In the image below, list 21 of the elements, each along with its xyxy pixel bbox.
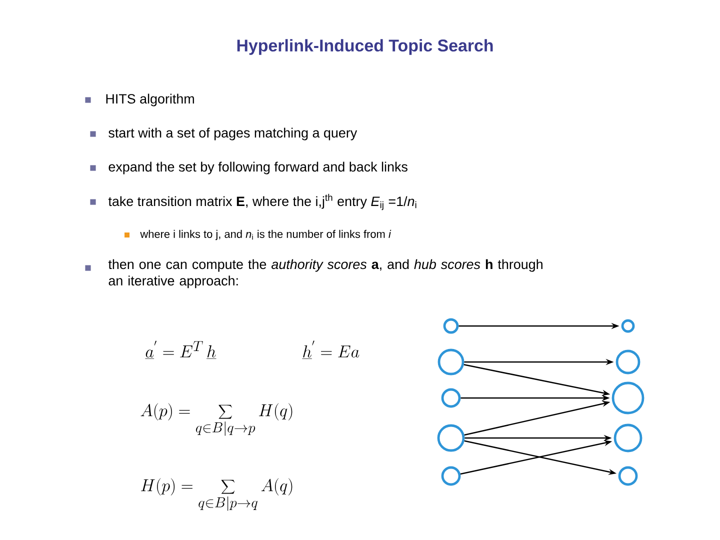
- bullet-text: start with a set of pages matching a query: [108, 128, 358, 140]
- page-circle: [438, 348, 464, 376]
- page-circle: [441, 388, 461, 408]
- page-circle: [621, 319, 635, 333]
- bullet-text: HITS algorithm: [106, 94, 194, 106]
- bullet-text: then one can compute the authority scores a, and hub scores h through an iterative approach:: [108, 259, 542, 288]
- bullet-text: expand the set by following forward and back links: [108, 162, 408, 174]
- slide-title: Hyperlink-Induced Topic Search: [237, 39, 493, 55]
- formula: $\underline{a}^{'} = E^{T}\,\underline{h}$: [145, 340, 216, 359]
- page-circle: [616, 350, 640, 374]
- formula: $H(p) = \sum_{q\in B|p\rightarrow q} A(q)$: [141, 478, 292, 511]
- page-circle: [441, 466, 461, 486]
- page-circle: [612, 382, 644, 414]
- bullet-text: take transition matrix E, where the i,j$^{th}$ entry E$_{ij}$ =1/n$_{i}$: [108, 194, 416, 210]
- page-circle: [437, 424, 465, 452]
- page-circle: [618, 466, 638, 486]
- page-circle: [443, 318, 459, 334]
- formula: $A(p) = \sum_{q\in B|q\rightarrow p} H(q)$: [140, 403, 292, 436]
- page-circle: [614, 424, 642, 452]
- bullet-text: where i links to j, and n$_{i}$ is the number of links from i: [140, 230, 392, 240]
- formula: $\underline{h}^{'} = Ea$: [302, 340, 360, 359]
